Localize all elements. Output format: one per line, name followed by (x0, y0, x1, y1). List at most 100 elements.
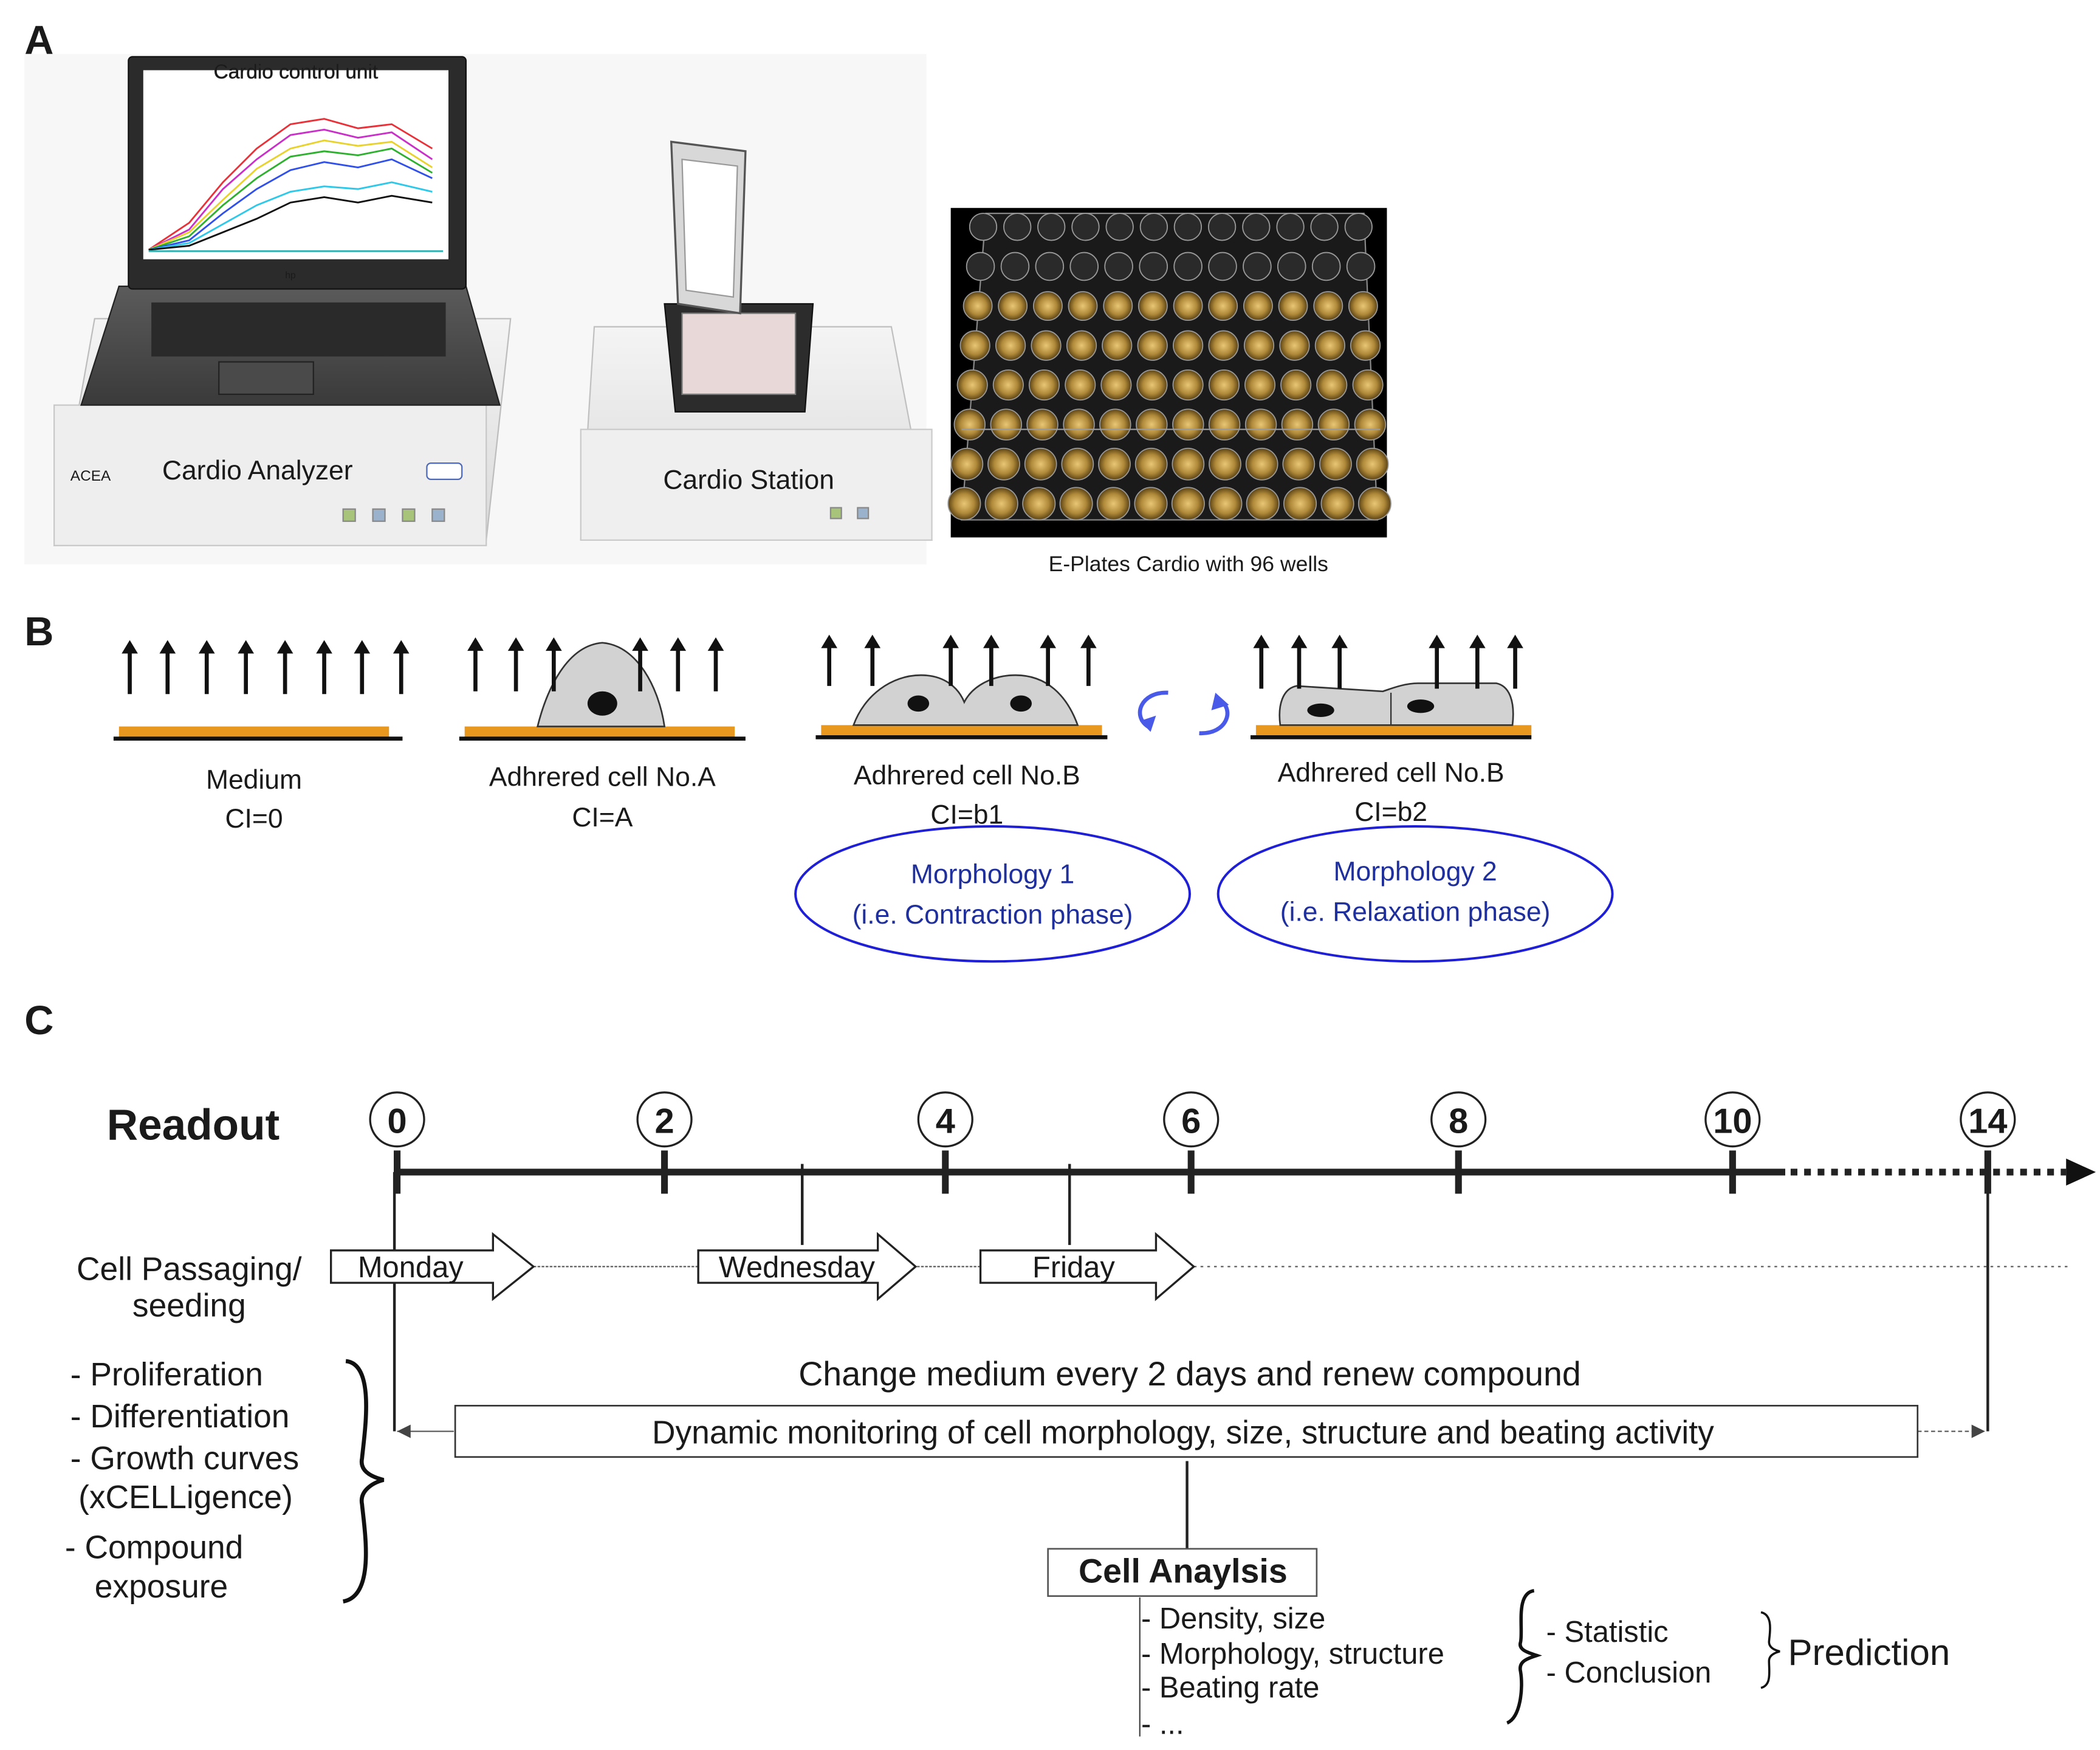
friday-arrow-icon (979, 1232, 1196, 1302)
well (1024, 447, 1057, 481)
acea-logo: ACEA (70, 468, 111, 484)
weekday-monday: Monday (358, 1251, 464, 1284)
laptop: Cardio control unit hp (80, 56, 501, 406)
well (1139, 252, 1168, 281)
well (984, 487, 1018, 521)
analysis-brace (1506, 1589, 1542, 1725)
well (1102, 330, 1133, 361)
well (1037, 213, 1066, 241)
well (1059, 487, 1093, 521)
station-led-icon (829, 507, 842, 520)
well (987, 447, 1020, 481)
current-arrow-head-icon (276, 640, 293, 654)
well (962, 291, 993, 321)
weekday-friday: Friday (1032, 1251, 1115, 1284)
morphology-title: Morphology 1 (911, 859, 1074, 889)
current-arrows (821, 634, 1097, 686)
well (1033, 291, 1063, 321)
current-arrow-head-icon (1507, 634, 1523, 648)
passaging-label-2: seeding (132, 1288, 246, 1324)
well (995, 330, 1026, 361)
day-circle (917, 1091, 973, 1148)
well (966, 252, 995, 281)
stat-brace (1760, 1611, 1780, 1689)
well (947, 487, 981, 521)
well (1035, 252, 1065, 281)
cell-shape (852, 674, 1079, 726)
laptop-touchpad (218, 361, 314, 396)
morphology-ellipse (794, 825, 1191, 963)
morphology-ellipse (1216, 825, 1614, 963)
well (1103, 291, 1133, 321)
e-plate-photo (947, 208, 1391, 538)
morphology-title: Morphology 2 (1333, 857, 1497, 887)
well (1357, 487, 1391, 521)
well (1068, 291, 1098, 321)
weekday-wednesday: Wednesday (719, 1251, 876, 1284)
well (1208, 213, 1237, 241)
well (1031, 330, 1062, 361)
day-label: 8 (1449, 1102, 1468, 1141)
list-item-compound: - Compound (65, 1529, 243, 1565)
well (1136, 408, 1168, 441)
well (1208, 291, 1238, 321)
monitoring-box (454, 1405, 1919, 1458)
state-medium: Medium CI=0 (113, 640, 410, 834)
well (950, 447, 984, 481)
well (1208, 369, 1240, 401)
well (1172, 447, 1205, 481)
well (1069, 252, 1099, 281)
laptop-brand: hp (285, 270, 295, 281)
cardio-station-label: Cardio Station (663, 465, 834, 495)
monitoring-arrow-left-icon (397, 1424, 411, 1438)
well (1173, 291, 1203, 321)
panel-c-letter: C (24, 998, 53, 1043)
screen-label: Cardio control unit (214, 61, 379, 83)
well (1242, 213, 1271, 241)
well (1245, 447, 1278, 481)
analyzer-led-icon (342, 508, 356, 522)
state-ci: CI=0 (225, 804, 283, 834)
well (1208, 408, 1241, 441)
well (1278, 291, 1308, 321)
state-cell-a: Adhrered cell No.A CI=A (459, 637, 746, 832)
well (992, 369, 1024, 401)
day-label: 2 (654, 1102, 674, 1141)
well (1139, 213, 1168, 241)
current-arrow-head-icon (821, 634, 837, 648)
list-item-exposure: exposure (95, 1569, 228, 1605)
well (969, 213, 998, 241)
day-circle (1163, 1091, 1220, 1148)
well (1279, 330, 1310, 361)
monday-arrow-icon (330, 1232, 535, 1302)
day-label: 4 (936, 1102, 955, 1141)
morphology-phase: (i.e. Contraction phase) (853, 900, 1133, 930)
state-ci: CI=A (572, 803, 633, 832)
well (1346, 252, 1376, 281)
readout-label: Readout (107, 1102, 280, 1150)
state-ci: CI=b2 (1354, 797, 1427, 827)
change-medium-text: Change medium every 2 days and renew com… (798, 1355, 1581, 1393)
well (1134, 487, 1168, 521)
well (1320, 487, 1354, 521)
left-brace (342, 1359, 385, 1604)
well (1022, 487, 1056, 521)
well (1003, 213, 1032, 241)
current-arrow-head-icon (942, 634, 959, 648)
stat-item: - Statistic (1546, 1616, 1669, 1649)
well (1061, 447, 1094, 481)
e-plate-wells (947, 213, 1391, 521)
well (1313, 291, 1343, 321)
screen-curves (148, 118, 444, 252)
cell-analysis-title: Cell Anaylsis (1079, 1552, 1288, 1590)
current-arrow-head-icon (1331, 634, 1348, 648)
day-circle (636, 1091, 693, 1148)
well (959, 330, 990, 361)
well (1096, 487, 1131, 521)
current-arrows (122, 640, 410, 695)
well (1000, 252, 1030, 281)
current-arrow-head-icon (354, 640, 371, 654)
electrode (464, 726, 735, 739)
well (953, 408, 986, 441)
day-label: 14 (1968, 1102, 2007, 1141)
